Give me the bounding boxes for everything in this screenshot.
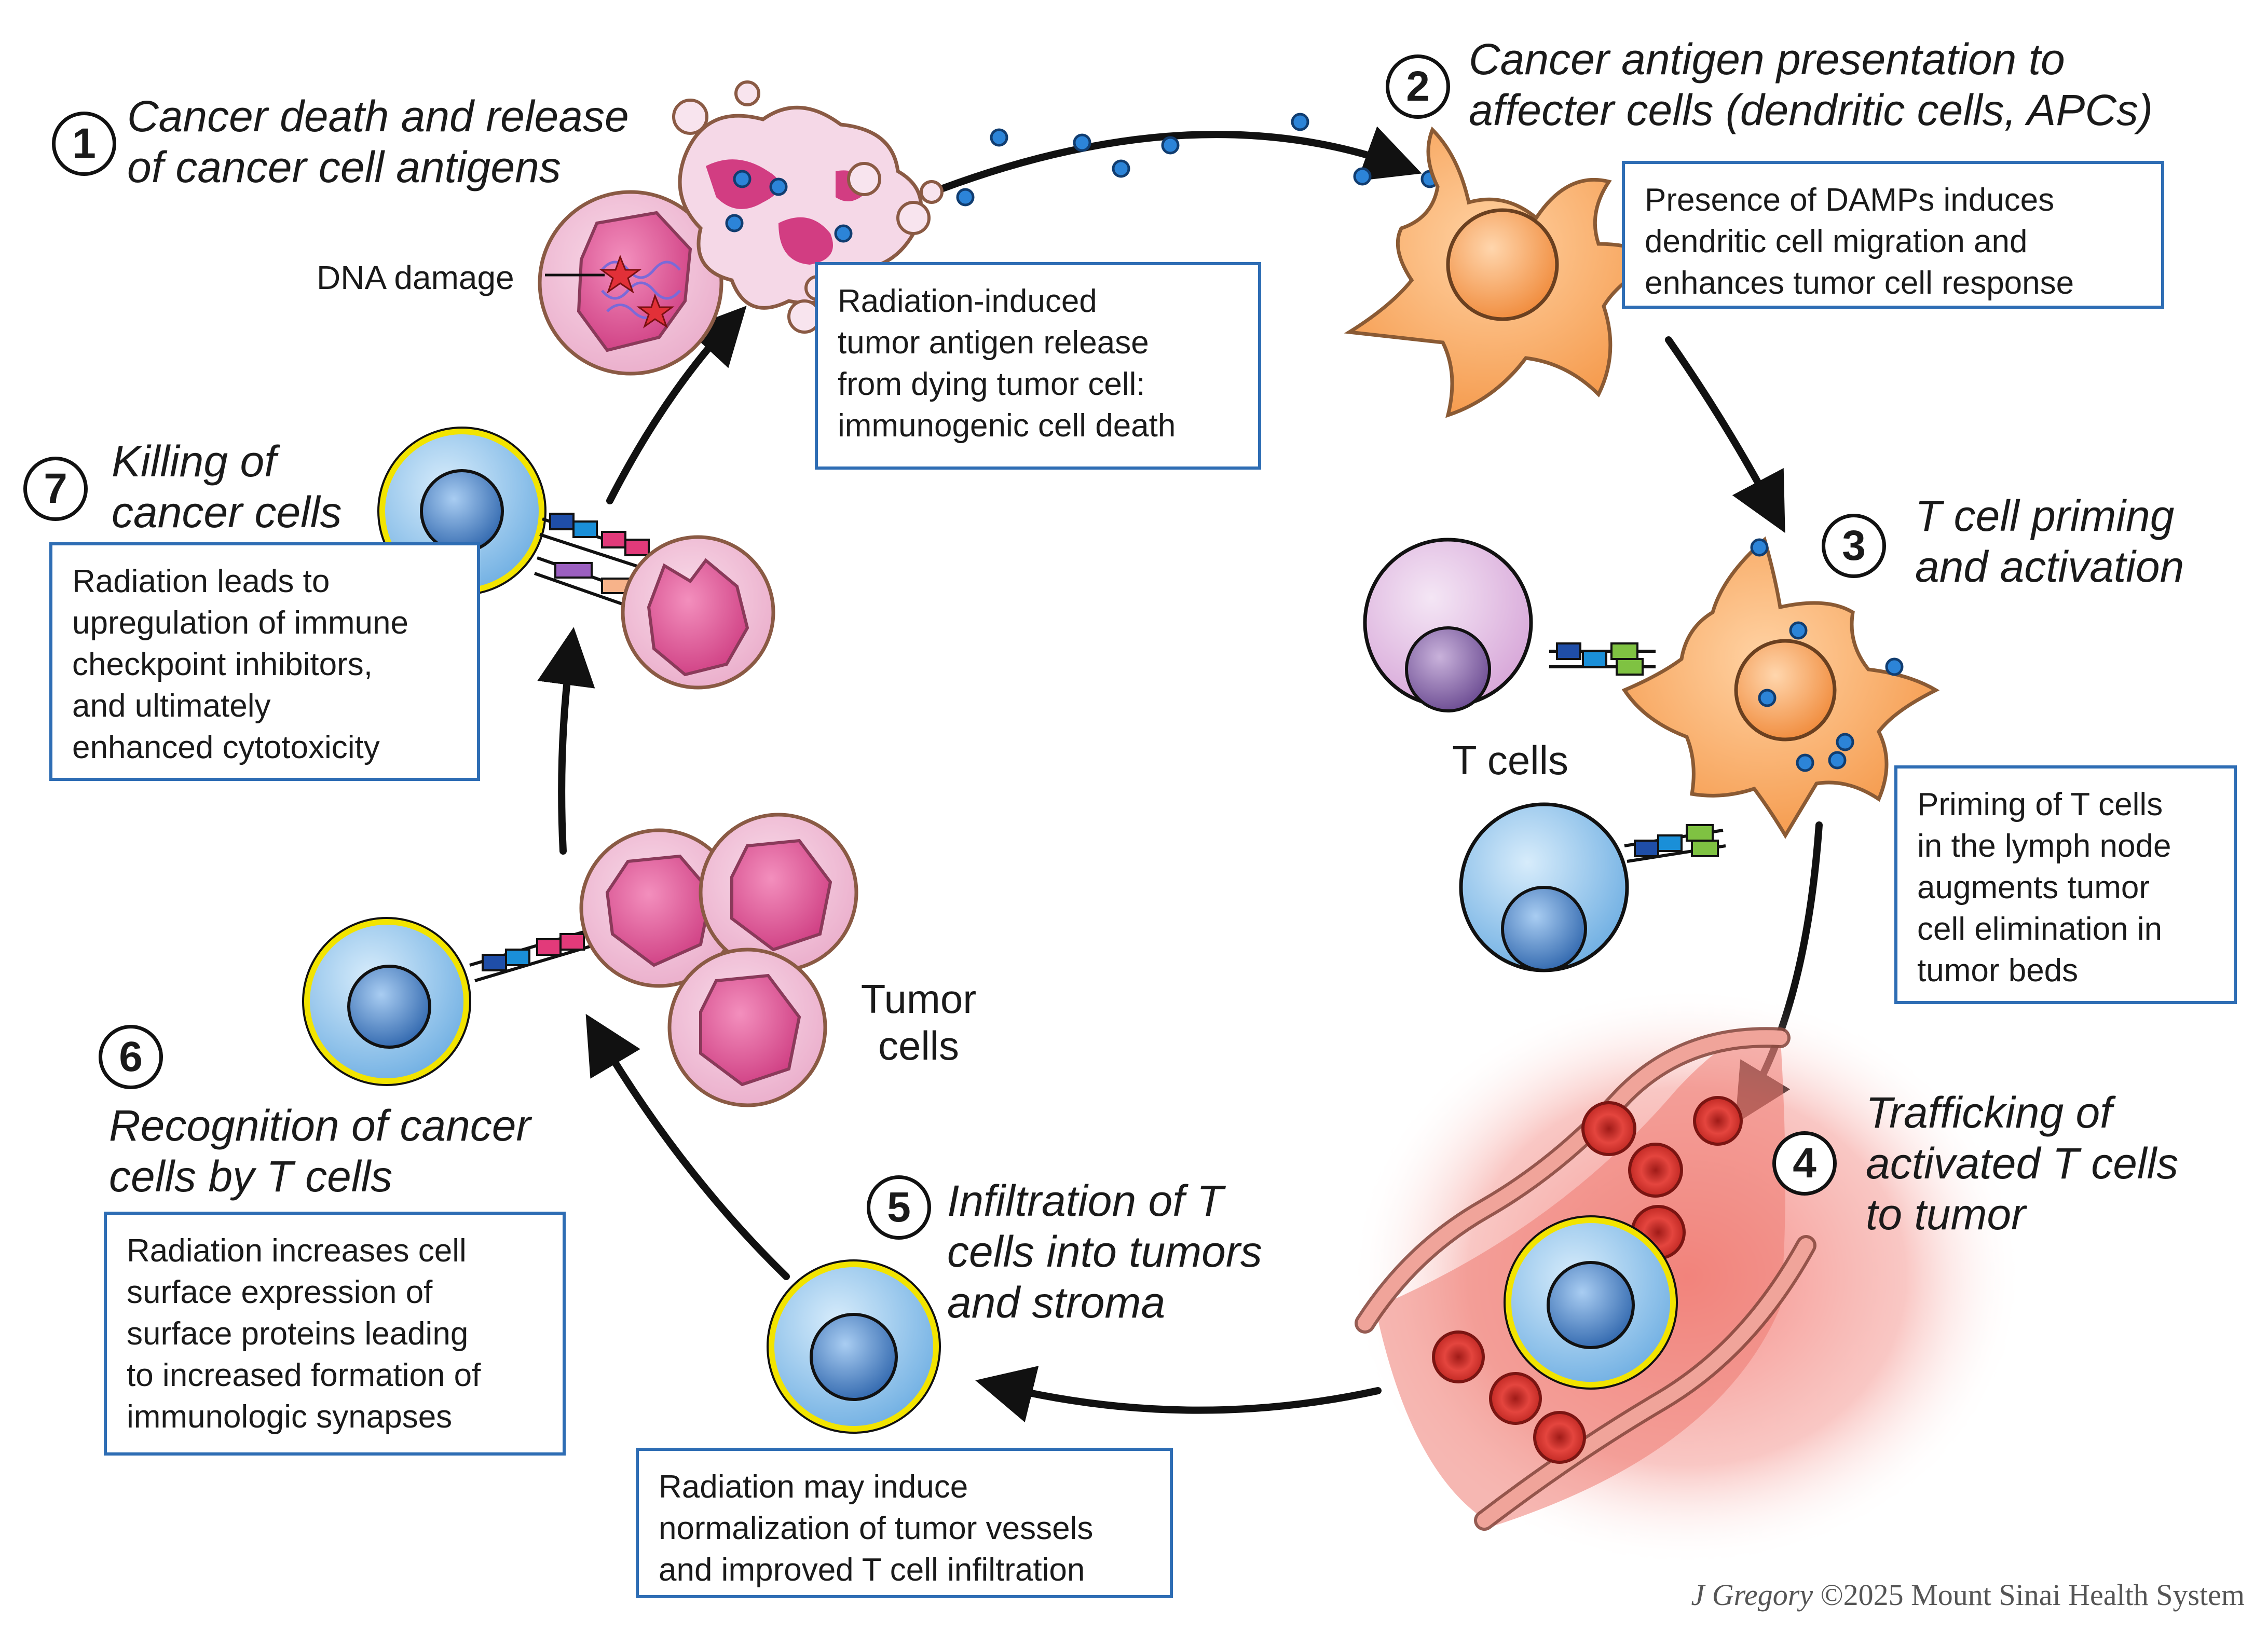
tumor-cells-label: Tumor cells: [860, 976, 977, 1068]
step-5-number: 5: [867, 1175, 931, 1240]
step-7-description: Radiation leads to upregulation of immun…: [49, 542, 480, 781]
arrow-2-to-3: [1665, 336, 1785, 533]
dendritic-cell: [1344, 126, 1665, 418]
arrow-5-to-6: [585, 1013, 790, 1280]
credit-signature: J Gregory: [1691, 1578, 1813, 1612]
fragmenting-tumor-cell: [672, 80, 944, 334]
step-5-description: Radiation may induce normalization of tu…: [636, 1448, 1173, 1598]
blood-vessel: [1349, 986, 2024, 1567]
step-3-description: Priming of T cells in the lymph node aug…: [1894, 765, 2237, 1004]
step-7-number: 7: [23, 457, 88, 521]
arrow-6-to-7: [537, 627, 595, 855]
target-cancer-cell: [621, 535, 775, 690]
step-2-description: Presence of DAMPs induces dendritic cell…: [1622, 161, 2164, 309]
tcr-mhc-synapse-step3-lower: [1624, 824, 1726, 863]
copyright-credit: J Gregory ©2025 Mount Sinai Health Syste…: [1691, 1577, 2245, 1612]
activated-t-cell-step5: [767, 1259, 941, 1434]
arrow-4-to-5: [975, 1366, 1382, 1422]
step-1-title: Cancer death and release of cancer cell …: [127, 92, 629, 191]
dying-tumor-cell: [538, 190, 723, 376]
step-6-number: 6: [99, 1025, 163, 1089]
step-4-title: Trafficking of activated T cells to tumo…: [1866, 1088, 2179, 1239]
step-5-title: Infiltration of T cells into tumors and …: [947, 1176, 1262, 1327]
step-6-description: Radiation increases cell surface express…: [104, 1212, 566, 1456]
arrow-1-to-2: [923, 126, 1422, 198]
step-2-title: Cancer antigen presentation to affecter …: [1469, 35, 2153, 134]
step-1-number: 1: [52, 112, 116, 176]
step-2-number: 2: [1386, 54, 1450, 119]
cycle-arrows: [537, 126, 1823, 1422]
step-6-title: Recognition of cancer cells by T cells: [109, 1101, 531, 1201]
credit-text: ©2025 Mount Sinai Health System: [1820, 1578, 2245, 1612]
tcr-mhc-synapse-step3-upper: [1549, 642, 1656, 676]
arrow-7-to-1: [606, 306, 747, 504]
dna-damage-star-2: [636, 293, 675, 328]
t-cell-naive-blue: [1459, 802, 1629, 972]
step-3-title: T cell priming and activation: [1915, 491, 2184, 591]
activated-t-cell-step6: [302, 917, 471, 1086]
t-cell-naive-purple: [1363, 538, 1533, 712]
dna-damage-label: DNA damage: [317, 259, 514, 296]
activated-dendritic-cell: [1621, 536, 1940, 839]
tcr-mhc-synapse-step6: [469, 927, 597, 982]
step-4-number: 4: [1772, 1131, 1837, 1196]
step-7-title: Killing of cancer cells: [112, 437, 342, 537]
t-cells-label: T cells: [1452, 737, 1568, 783]
step-3-number: 3: [1822, 514, 1886, 578]
step-1-description: Radiation-induced tumor antigen release …: [815, 262, 1261, 470]
tumor-cells-cluster: [579, 813, 858, 1107]
dna-damage-star-1: [599, 254, 642, 294]
